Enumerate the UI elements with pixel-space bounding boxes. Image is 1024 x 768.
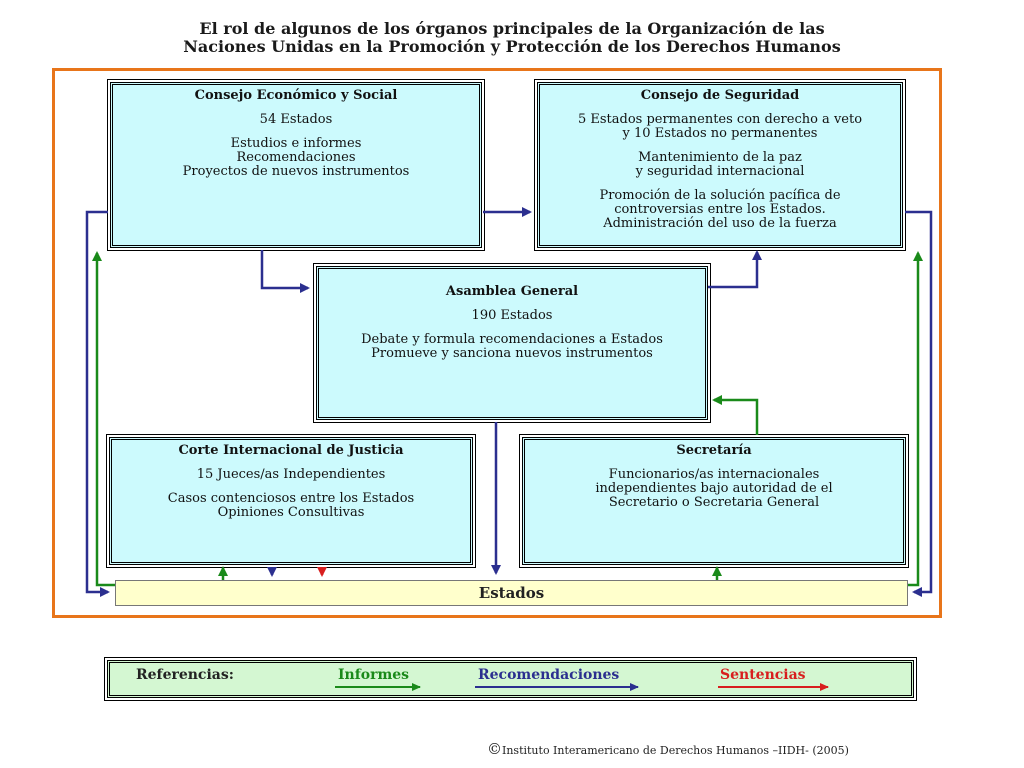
legend-arrows — [335, 683, 829, 691]
security-members: 5 Estados permanentes con derecho a veto… — [540, 113, 900, 141]
security-function-line: Administración del uso de la fuerza — [603, 216, 837, 231]
secretariat-functions: Funcionarios/as internacionales independ… — [525, 468, 903, 510]
security-function-line: Mantenimiento de la paz — [638, 150, 802, 165]
court-title: Corte Internacional de Justicia — [178, 443, 404, 458]
arrow-secretariat-to-assembly — [712, 395, 759, 435]
security-function-line: y seguridad internacional — [635, 164, 805, 179]
secretariat-function: Funcionarios/as internacionales — [608, 467, 820, 482]
security-functions-disputes: Promoción de la solución pacífica de con… — [540, 189, 900, 231]
security-functions-peace: Mantenimiento de la paz y seguridad inte… — [540, 151, 900, 179]
security-function-line: Promoción de la solución pacífica de — [599, 188, 841, 203]
assembly-members: 190 Estados — [471, 308, 553, 323]
security-members-line: 5 Estados permanentes con derecho a veto — [577, 112, 863, 127]
secretariat-function: independientes bajo autoridad de el — [595, 481, 833, 496]
copyright-icon: © — [487, 740, 502, 758]
legend-recomendaciones: Recomendaciones — [478, 667, 620, 683]
security-council-box: Consejo de Seguridad 5 Estados permanent… — [534, 79, 906, 251]
arrow-states-to-ecosoc — [92, 251, 115, 587]
legend-sentencias: Sentencias — [720, 667, 806, 683]
legend: Referencias: Informes Recomendaciones Se… — [104, 657, 917, 701]
assembly-title: Asamblea General — [445, 284, 579, 299]
ecosoc-function: Recomendaciones — [236, 150, 356, 165]
court-functions: Casos contenciosos entre los Estados Opi… — [112, 492, 470, 520]
diagram-title: El rol de algunos de los órganos princip… — [0, 20, 1024, 56]
ecosoc-function: Estudios e informes — [230, 136, 362, 151]
assembly-functions: Debate y formula recomendaciones a Estad… — [319, 333, 705, 361]
court-function: Opiniones Consultivas — [217, 505, 365, 520]
arrow-assembly-to-security — [708, 250, 762, 289]
legend-informes: Informes — [338, 667, 410, 683]
secretariat-title: Secretaría — [676, 443, 752, 458]
ecosoc-function: Proyectos de nuevos instrumentos — [182, 164, 410, 179]
general-assembly-box: Asamblea General 190 Estados Debate y fo… — [313, 263, 711, 423]
states-bar: Estados — [115, 580, 908, 606]
title-line-1: El rol de algunos de los órganos princip… — [199, 19, 825, 38]
ecosoc-functions: Estudios e informes Recomendaciones Proy… — [113, 137, 479, 179]
title-line-2: Naciones Unidas en la Promoción y Protec… — [183, 37, 841, 56]
arrow-ecosoc-to-assembly — [260, 250, 310, 293]
copyright-text: Instituto Interamericano de Derechos Hum… — [502, 744, 849, 757]
security-members-line: y 10 Estados no permanentes — [622, 126, 818, 141]
secretariat-function: Secretario o Secretaria General — [608, 495, 820, 510]
ecosoc-box: Consejo Económico y Social 54 Estados Es… — [107, 79, 485, 251]
security-title: Consejo de Seguridad — [640, 88, 800, 103]
legend-label: Referencias: — [136, 667, 234, 683]
court-box: Corte Internacional de Justicia 15 Juece… — [106, 434, 476, 568]
court-function: Casos contenciosos entre los Estados — [167, 491, 415, 506]
security-function-line: controversias entre los Estados. — [614, 202, 826, 217]
ecosoc-members: 54 Estados — [259, 112, 333, 127]
assembly-function: Debate y formula recomendaciones a Estad… — [361, 332, 663, 347]
court-members: 15 Jueces/as Independientes — [196, 467, 386, 482]
arrow-ecosoc-to-states — [85, 210, 110, 597]
arrow-states-to-security — [908, 251, 923, 587]
assembly-function: Promueve y sanciona nuevos instrumentos — [371, 346, 653, 361]
secretariat-box: Secretaría Funcionarios/as internacional… — [519, 434, 909, 568]
arrow-security-to-states — [905, 210, 933, 597]
ecosoc-title: Consejo Económico y Social — [194, 88, 398, 103]
copyright: ©Instituto Interamericano de Derechos Hu… — [487, 740, 849, 758]
diagram-frame — [52, 68, 942, 618]
